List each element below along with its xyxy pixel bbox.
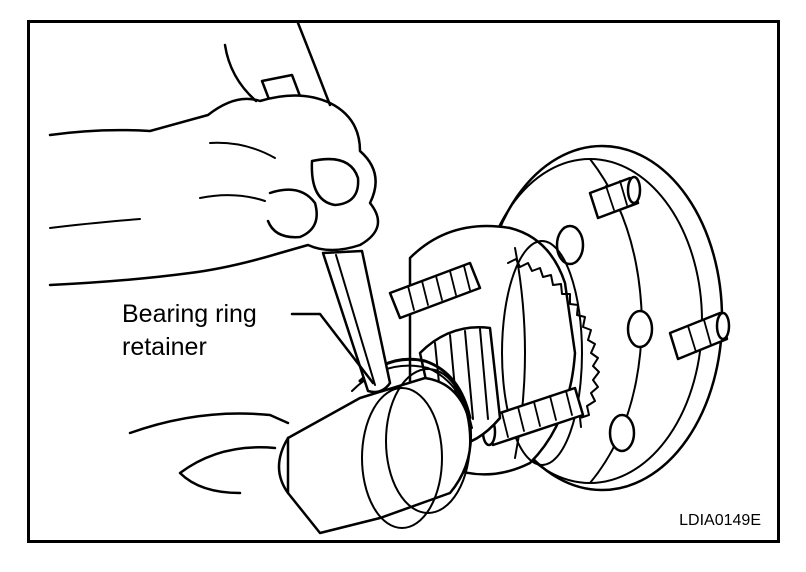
wheel-stud-top <box>588 175 642 220</box>
callout-label-line2: retainer <box>122 333 207 361</box>
figure-frame: Bearing ring retainer LDIA0149E <box>27 20 780 543</box>
hub-bearing-illustration <box>48 23 731 535</box>
figure-id: LDIA0149E <box>679 512 761 529</box>
guide-rod-upper <box>388 261 482 320</box>
axle-shaft <box>277 368 472 535</box>
callout-leader-line <box>290 312 375 385</box>
callout-label-line1: Bearing ring <box>122 300 257 328</box>
wheel-stud-right <box>668 311 731 361</box>
hand <box>48 23 380 287</box>
lower-contour <box>128 412 290 495</box>
